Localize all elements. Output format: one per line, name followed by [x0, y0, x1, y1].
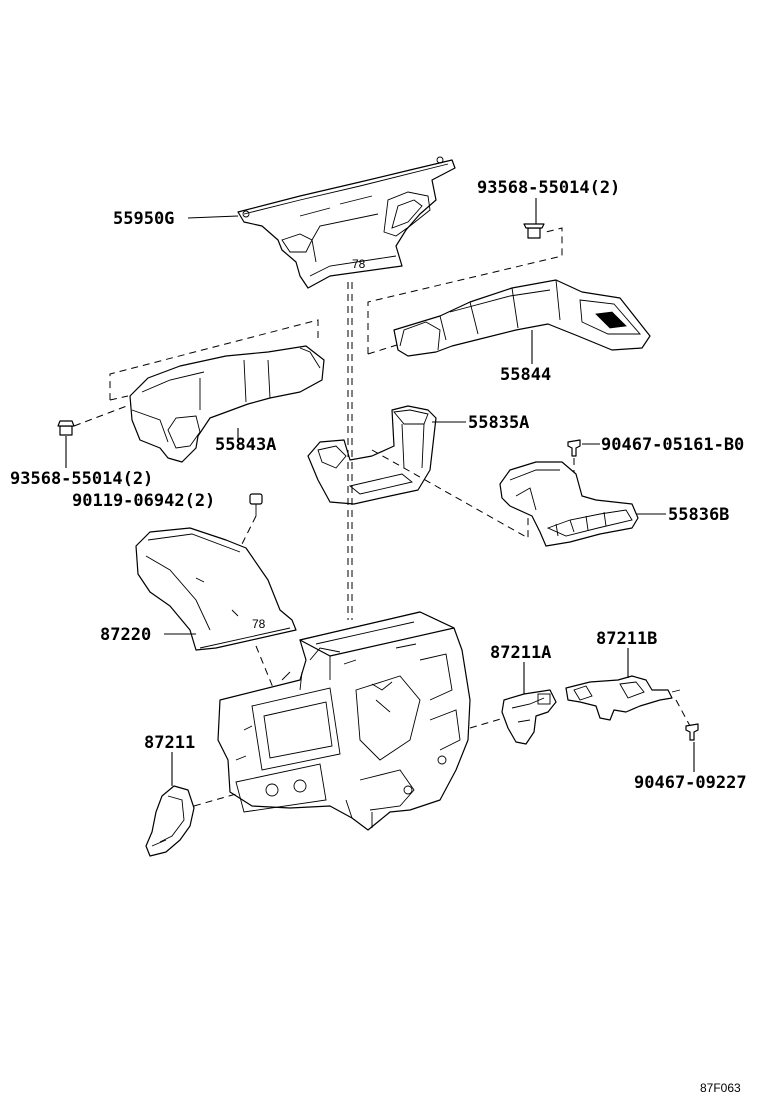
dash-87211	[193, 793, 237, 807]
dash-87211B	[675, 699, 691, 727]
dash-55843A-b	[109, 395, 129, 401]
label-87211A: 87211A	[490, 643, 551, 663]
label-87211B: 87211B	[596, 629, 657, 649]
dash-87211A	[469, 717, 505, 729]
label-93568-55014-top: 93568-55014(2)	[477, 178, 620, 198]
dash-55835A-frame	[371, 449, 529, 539]
diagram-id: 87F063	[700, 1081, 741, 1095]
part-55843A-drawing	[129, 345, 325, 463]
label-87220: 87220	[100, 625, 151, 645]
label-90119-06942: 90119-06942(2)	[72, 491, 215, 511]
svg-text:78: 78	[252, 617, 266, 631]
label-55836B: 55836B	[668, 505, 729, 525]
dash-87220-link	[255, 645, 275, 691]
label-55843A: 55843A	[215, 435, 276, 455]
bolt-93568-top-drawing	[523, 223, 545, 239]
part-55844-drawing	[393, 279, 651, 357]
leader-55950G	[187, 215, 239, 219]
label-55950G: 55950G	[113, 209, 174, 229]
part-55836B-drawing	[499, 461, 639, 547]
label-90467-09227: 90467-09227	[634, 773, 747, 793]
label-87211: 87211	[144, 733, 195, 753]
part-55950G-drawing: 78	[237, 156, 456, 289]
clip-90467-09227-drawing	[685, 723, 699, 741]
bolt-93568-left-drawing	[57, 420, 75, 436]
hvac-unit-drawing	[217, 611, 471, 831]
screw-90119-drawing	[249, 493, 263, 516]
dash-90119	[239, 515, 257, 549]
label-55844: 55844	[500, 365, 551, 385]
part-87211A-drawing	[501, 689, 557, 745]
label-93568-55014-left: 93568-55014(2)	[10, 469, 153, 489]
clip-90467-05161-drawing	[567, 439, 581, 457]
label-90467-05161-B0: 90467-05161-B0	[601, 435, 744, 455]
label-55835A: 55835A	[468, 413, 529, 433]
part-55835A-drawing	[307, 405, 437, 505]
dash-93568-left	[73, 403, 133, 427]
dash-55843A-frame	[109, 319, 319, 400]
dash-55844-b	[367, 343, 401, 355]
svg-text:78: 78	[352, 257, 366, 271]
part-87220-drawing: 78	[135, 527, 297, 651]
part-87211B-drawing	[565, 675, 681, 721]
part-87211-drawing	[145, 785, 195, 857]
